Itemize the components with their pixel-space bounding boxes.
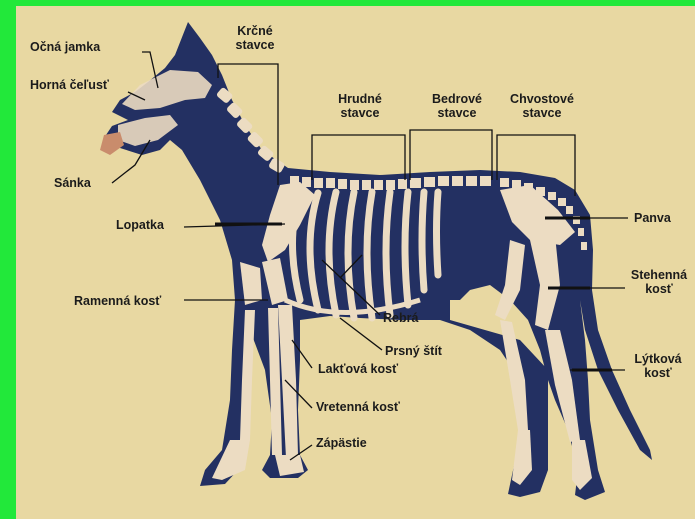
label-stehenna-kost: Stehenná kosť xyxy=(626,268,692,296)
label-laktova-kost: Lakťová kosť xyxy=(318,362,398,376)
label-zapastie: Zápästie xyxy=(316,436,367,450)
label-chvostove-stavce: Chvostové stavce xyxy=(502,92,582,120)
label-bedrove-stavce: Bedrové stavce xyxy=(424,92,490,120)
label-bedrove-stavce-line2: stavce xyxy=(424,106,490,120)
label-lytkova-kost: Lýtková kosť xyxy=(628,352,688,380)
label-rebra: Rebrá xyxy=(383,311,418,325)
lower-jaw-bone xyxy=(118,115,178,146)
label-hrudne-stavce: Hrudné stavce xyxy=(330,92,390,120)
label-krcne-stavce-line2: stavce xyxy=(225,38,285,52)
label-ocna-jamka: Očná jamka xyxy=(30,40,100,54)
label-krcne-stavce: Krčné stavce xyxy=(225,24,285,52)
label-ramenna-kost: Ramenná kosť xyxy=(74,294,161,308)
label-lytkova-kost-line2: kosť xyxy=(628,366,688,380)
label-horna-celust: Horná čeľusť xyxy=(30,78,109,92)
label-lopatka: Lopatka xyxy=(116,218,164,232)
label-krcne-stavce-line1: Krčné xyxy=(225,24,285,38)
label-chvostove-stavce-line2: stavce xyxy=(502,106,582,120)
label-lytkova-kost-line1: Lýtková xyxy=(628,352,688,366)
label-bedrove-stavce-line1: Bedrové xyxy=(424,92,490,106)
label-chvostove-stavce-line1: Chvostové xyxy=(502,92,582,106)
label-hrudne-stavce-line2: stavce xyxy=(330,106,390,120)
label-stehenna-kost-line1: Stehenná xyxy=(626,268,692,282)
label-vretenna-kost: Vretenná kosť xyxy=(316,400,400,414)
label-panva: Panva xyxy=(634,211,671,225)
label-prsny-stit: Prsný štít xyxy=(385,344,442,358)
tongue xyxy=(100,132,124,155)
label-sanka: Sánka xyxy=(54,176,91,190)
label-hrudne-stavce-line1: Hrudné xyxy=(330,92,390,106)
label-stehenna-kost-line2: kosť xyxy=(626,282,692,296)
